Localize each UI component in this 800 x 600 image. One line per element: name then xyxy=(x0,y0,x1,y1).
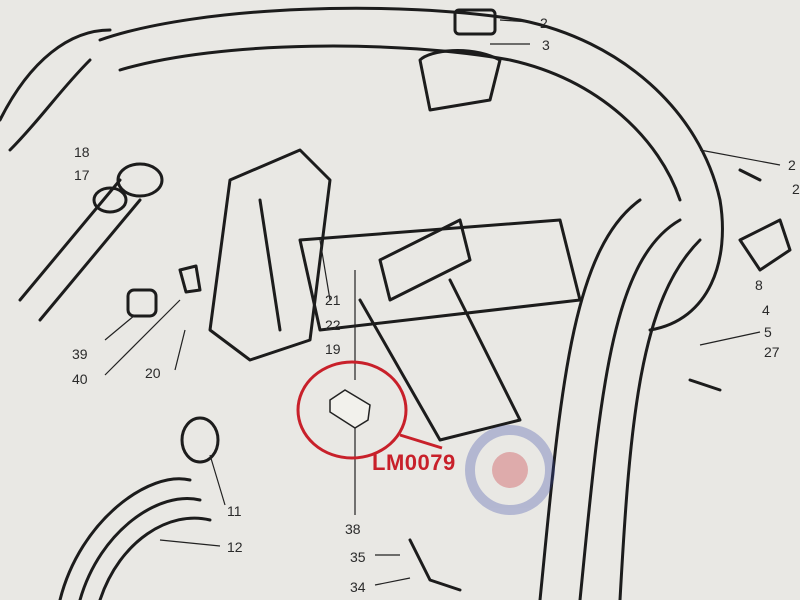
bracket xyxy=(208,148,332,362)
spring xyxy=(58,477,212,600)
part-label: 11 xyxy=(227,503,242,519)
part-label: 4 xyxy=(762,302,770,318)
part-label: 18 xyxy=(74,144,90,160)
part-label: 39 xyxy=(72,346,88,362)
wheel-arch xyxy=(538,198,642,600)
highlight-circle xyxy=(296,360,408,460)
part-label: 21 xyxy=(325,292,341,308)
part-label: 35 xyxy=(350,549,366,565)
part-label: 22 xyxy=(325,317,341,333)
part-label: 19 xyxy=(325,341,341,357)
rear-frame xyxy=(98,6,724,332)
part-label: 40 xyxy=(72,371,88,387)
part-label: 34 xyxy=(350,579,366,595)
part-label: 17 xyxy=(74,167,90,183)
part-label: 3 xyxy=(542,37,550,53)
watermark-logo xyxy=(465,425,555,515)
part-code-callout: LM0079 xyxy=(372,450,456,475)
part-label: 27 xyxy=(764,344,780,360)
part-label: 12 xyxy=(227,539,243,555)
part-label: 5 xyxy=(764,324,772,340)
part-label: 2 xyxy=(792,181,800,197)
part-label: 38 xyxy=(345,521,361,537)
part-label: 2 xyxy=(788,157,796,173)
part-label: 2 xyxy=(540,15,548,31)
part-label: 20 xyxy=(145,365,161,381)
shock-absorber xyxy=(18,178,142,322)
part-38 xyxy=(329,389,371,429)
part-label: 8 xyxy=(755,277,763,293)
